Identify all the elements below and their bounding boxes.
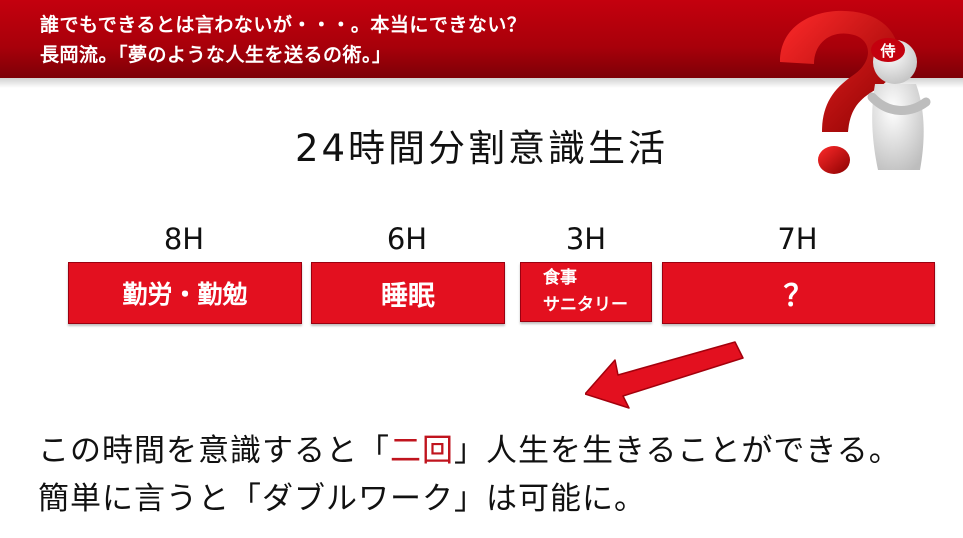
- segment-work: 勤労・勤勉: [68, 262, 302, 324]
- hours-label-work: 8H: [163, 222, 205, 256]
- segment-meal-label-1: 食事: [543, 268, 577, 288]
- segment-sleep: 睡眠: [311, 262, 505, 324]
- body-line-1-start: この時間を意識すると「: [38, 433, 390, 469]
- segment-meal-label-2: サニタリー: [543, 295, 628, 315]
- header-shadow: [0, 78, 963, 88]
- question-mascot-icon: 侍: [780, 10, 931, 174]
- segment-work-label: 勤労・勤勉: [122, 280, 248, 309]
- arrow-down-left-icon: [585, 341, 744, 409]
- segment-free-label: ？: [783, 279, 814, 314]
- hours-label-free: 7H: [777, 222, 818, 256]
- header-line-2: 長岡流。「夢のような人生を送るの術。」: [40, 44, 392, 66]
- segment-sleep-label: 睡眠: [381, 280, 435, 312]
- body-line-2: 簡単に言うと「ダブルワーク」は可能に。: [38, 481, 646, 517]
- body-line-1-end: 」人生を生きることができる。: [454, 433, 901, 469]
- segment-meal: 食事 サニタリー: [520, 262, 652, 322]
- body-accent-twice: 二回: [390, 433, 454, 469]
- body-line-1: この時間を意識すると「二回」人生を生きることができる。: [38, 425, 901, 470]
- hours-label-sleep: 6H: [386, 222, 428, 256]
- mascot-badge: 侍: [879, 42, 895, 60]
- page-title: 24時間分割意識生活: [294, 127, 669, 170]
- segment-free: ？: [662, 262, 935, 324]
- header-line-1: 誰でもできるとは言わないが・・・。本当にできない？: [40, 14, 527, 36]
- hours-label-meal: 3H: [565, 222, 607, 256]
